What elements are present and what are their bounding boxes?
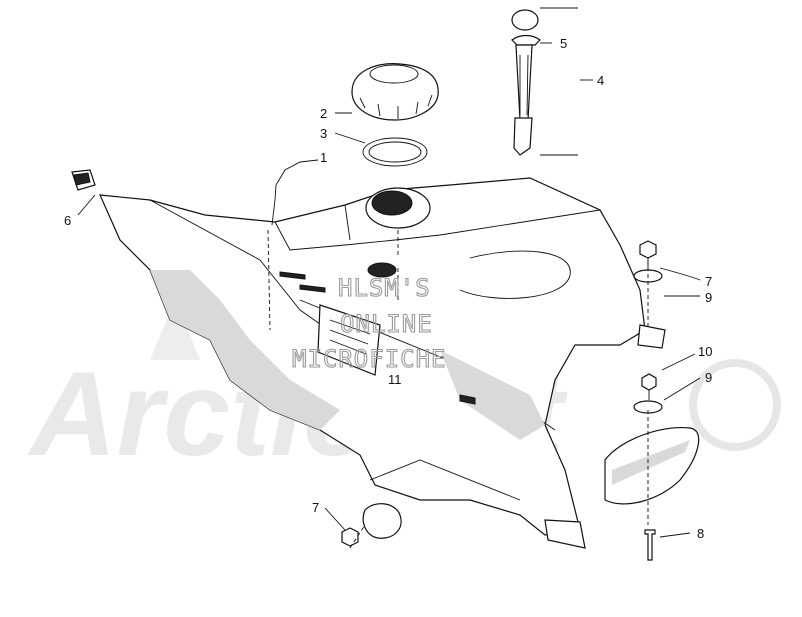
- sender-float: [513, 117, 533, 156]
- sender-tube: [515, 44, 533, 121]
- sender-knob-icon: [511, 9, 539, 31]
- callout-7-upper: 7: [705, 274, 712, 289]
- nut-icon: [341, 527, 359, 547]
- nut-part-7-upper: [639, 240, 657, 270]
- callout-7-lower: 7: [312, 500, 319, 515]
- warning-decal: [317, 304, 381, 376]
- tank-bracket: [604, 427, 700, 505]
- tank-decal-outline: [459, 250, 571, 299]
- bolt-icon: [644, 529, 656, 561]
- gasket-part-3: [362, 137, 428, 167]
- grommet-icon: [362, 503, 402, 539]
- leader-lines: [77, 7, 701, 549]
- nut-part-10: [641, 373, 657, 400]
- fuel-tank: [99, 177, 666, 549]
- tank-tail: [544, 519, 586, 549]
- callout-5: 5: [560, 36, 567, 51]
- gas-cap-icon: [351, 63, 439, 121]
- filler-opening: [371, 190, 413, 216]
- bolt-part-8: [644, 529, 656, 561]
- clip-part-6: [71, 169, 96, 191]
- gas-cap-part-2: [351, 63, 439, 121]
- callout-4: 4: [597, 73, 604, 88]
- callout-1: 1: [320, 150, 327, 165]
- gasket-icon: [362, 137, 428, 167]
- callout-11: 11: [388, 372, 402, 387]
- mounting-ear: [637, 324, 666, 349]
- fuel-sender-part-4: [511, 9, 541, 156]
- nut-part-7-lower: [341, 527, 359, 547]
- callout-9-upper: 9: [705, 290, 712, 305]
- callout-2: 2: [320, 106, 327, 121]
- watermark-tree-icon: [150, 300, 200, 360]
- callout-6: 6: [64, 213, 71, 228]
- watermark-line-2: ONLINE: [340, 310, 433, 338]
- nut-icon: [639, 240, 657, 259]
- watermark-line-1: HLSM'S: [338, 274, 431, 302]
- grommet: [362, 503, 402, 539]
- watermark-wheel-icon: [689, 359, 781, 451]
- callout-3: 3: [320, 126, 327, 141]
- callout-8: 8: [697, 526, 704, 541]
- text-watermark: HLSM'S ONLINE MICROFICHE: [291, 273, 447, 373]
- callout-9-lower: 9: [705, 370, 712, 385]
- callouts: 1 2 3 4 5 6 7 9 10 9 11 7 8: [64, 36, 712, 541]
- callout-10: 10: [698, 344, 712, 359]
- nut-icon: [641, 373, 657, 391]
- sender-opening: [367, 262, 397, 278]
- watermark-line-3: MICROFICHE: [292, 345, 447, 373]
